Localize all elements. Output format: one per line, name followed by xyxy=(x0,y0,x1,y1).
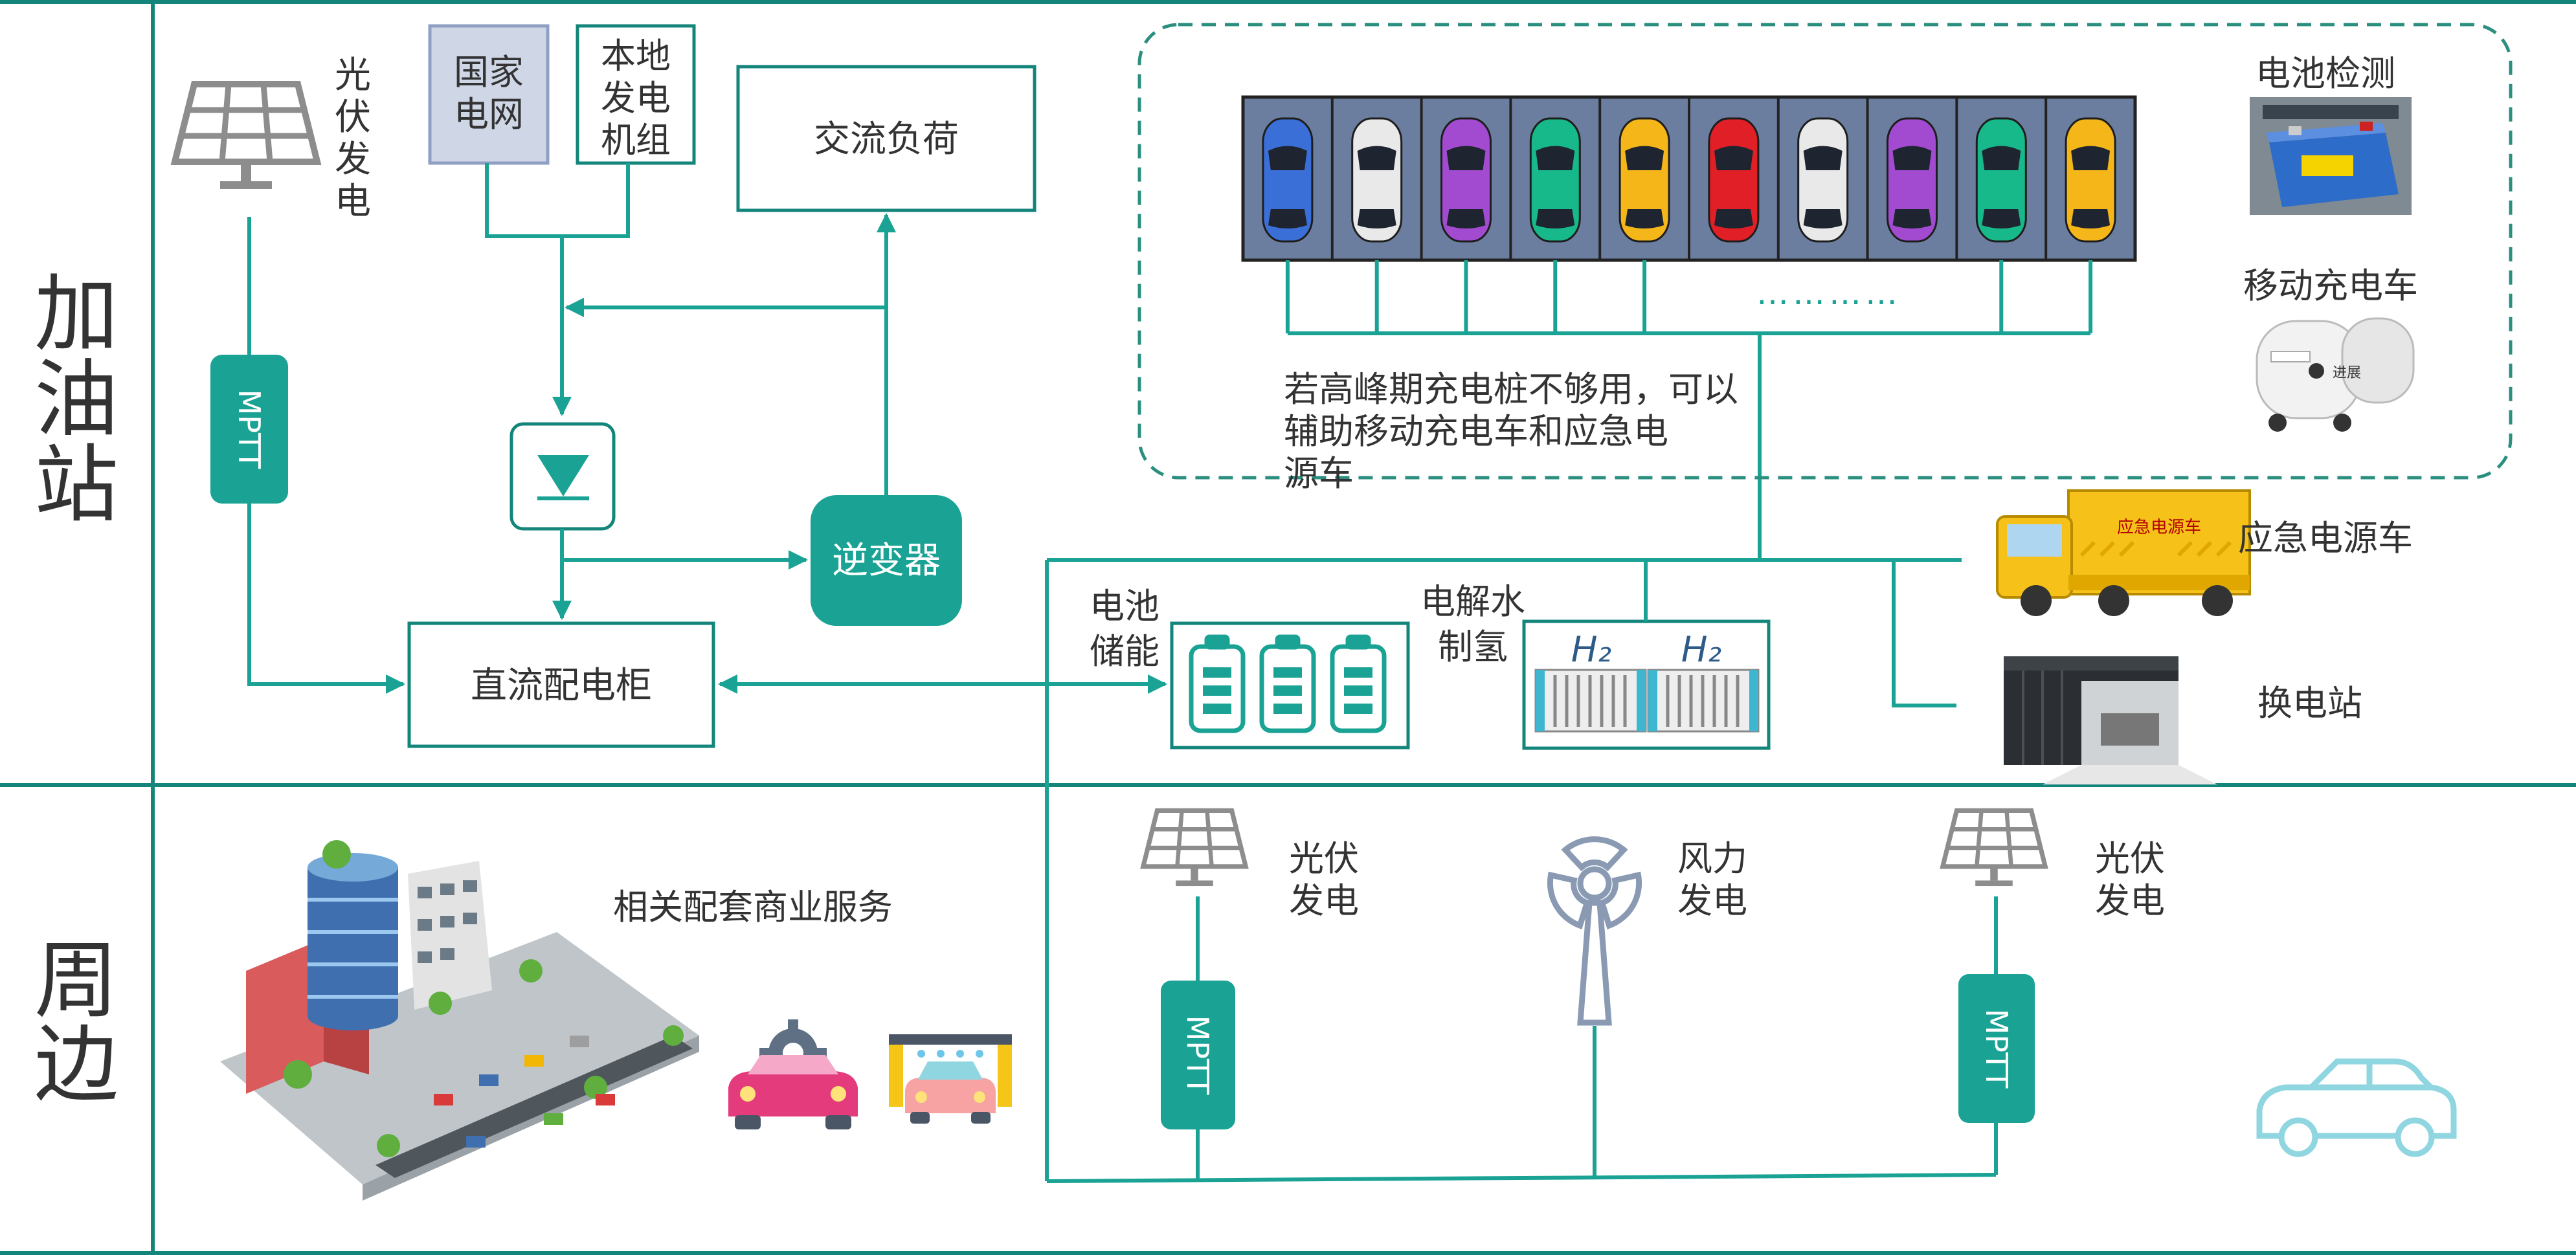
svg-text:H₂: H₂ xyxy=(1571,629,1611,670)
charger-lines xyxy=(1285,260,2093,335)
mppt-box xyxy=(210,355,288,504)
mppt-box-2 xyxy=(1161,981,1235,1129)
inverter-label: 逆变器 xyxy=(832,540,941,582)
mppt-label-3: MPTT xyxy=(1979,1009,2014,1089)
parked-car xyxy=(1887,117,1938,243)
emergency-truck-image: 应急电源车 xyxy=(1996,489,2251,616)
section-label-surroundings: 周边 xyxy=(34,931,118,1114)
wind-turbine-icon xyxy=(1547,836,1642,1026)
diode-icon xyxy=(537,455,589,496)
parked-car xyxy=(1975,117,2027,243)
charging-zone xyxy=(1137,23,2513,480)
battery-label: 电池储能 xyxy=(1090,586,1159,672)
bottom-bus xyxy=(1046,1123,1998,1183)
svg-text:进展: 进展 xyxy=(2333,365,2361,381)
local-generator-box xyxy=(576,24,696,165)
pv-label-2: 光伏发电 xyxy=(1289,838,1359,921)
solar-panel-icon-3 xyxy=(1943,810,2045,886)
battery-check-label: 电池检测 xyxy=(2256,53,2395,94)
mppt-box-3 xyxy=(1958,974,2035,1123)
pv-label-3: 光伏发电 xyxy=(2095,838,2165,921)
national-grid-box xyxy=(428,24,550,165)
parked-car xyxy=(1351,117,1403,243)
solar-panel-icon-2 xyxy=(1143,810,1246,886)
car-repair-icon xyxy=(728,1019,858,1129)
parked-car xyxy=(2065,117,2116,243)
dc-cabinet-box xyxy=(407,621,715,748)
swap-station-image xyxy=(2004,656,2217,784)
solar-panel-icon xyxy=(175,84,317,189)
parked-car xyxy=(1797,117,1849,243)
pv-label: 光伏发电 xyxy=(335,54,371,223)
national-grid-label: 国家电网 xyxy=(454,52,524,135)
more-chargers-dots: ………… xyxy=(1756,274,1901,312)
svg-text:应急电源车: 应急电源车 xyxy=(2117,518,2201,537)
section-label-station: 加油站 xyxy=(34,265,118,534)
business-services-label: 相关配套商业服务 xyxy=(613,887,893,927)
city-illustration xyxy=(220,840,699,1201)
parked-car xyxy=(1618,117,1670,243)
mobile-charger-image: 进展 xyxy=(2252,309,2415,441)
svg-text:H₂: H₂ xyxy=(1681,629,1721,670)
swap-station-label: 换电站 xyxy=(2257,683,2362,724)
electrolyzer-icons: H₂ H₂ xyxy=(1534,629,1760,733)
parked-car xyxy=(1440,117,1492,243)
battery-icons xyxy=(1189,634,1387,733)
dc-cabinet-label: 直流配电柜 xyxy=(471,665,652,707)
mppt-label: MPTT xyxy=(232,390,267,470)
ac-load-label: 交流负荷 xyxy=(814,118,959,161)
parked-car xyxy=(1262,117,1314,243)
parked-cars xyxy=(1262,97,2116,260)
wind-label: 风力发电 xyxy=(1677,838,1747,921)
car-outline-icon xyxy=(2256,1058,2457,1157)
local-generator-label: 本地发电机组 xyxy=(601,36,671,161)
emergency-vehicle-label: 应急电源车 xyxy=(2238,518,2413,559)
ac-load-box xyxy=(736,65,1036,212)
car-wash-icon xyxy=(889,1034,1012,1124)
battery-check-image xyxy=(2250,97,2412,215)
electrolysis-label: 电解水制氢 xyxy=(1420,581,1525,667)
mobile-charger-label: 移动充电车 xyxy=(2243,265,2418,306)
inverter-box xyxy=(811,495,962,626)
mppt-label-2: MPTT xyxy=(1180,1016,1215,1096)
parked-car xyxy=(1708,117,1760,243)
parked-car xyxy=(1529,117,1581,243)
peak-note: 若高峰期充电桩不够用，可以辅助移动充电车和应急电源车 xyxy=(1284,369,1738,494)
